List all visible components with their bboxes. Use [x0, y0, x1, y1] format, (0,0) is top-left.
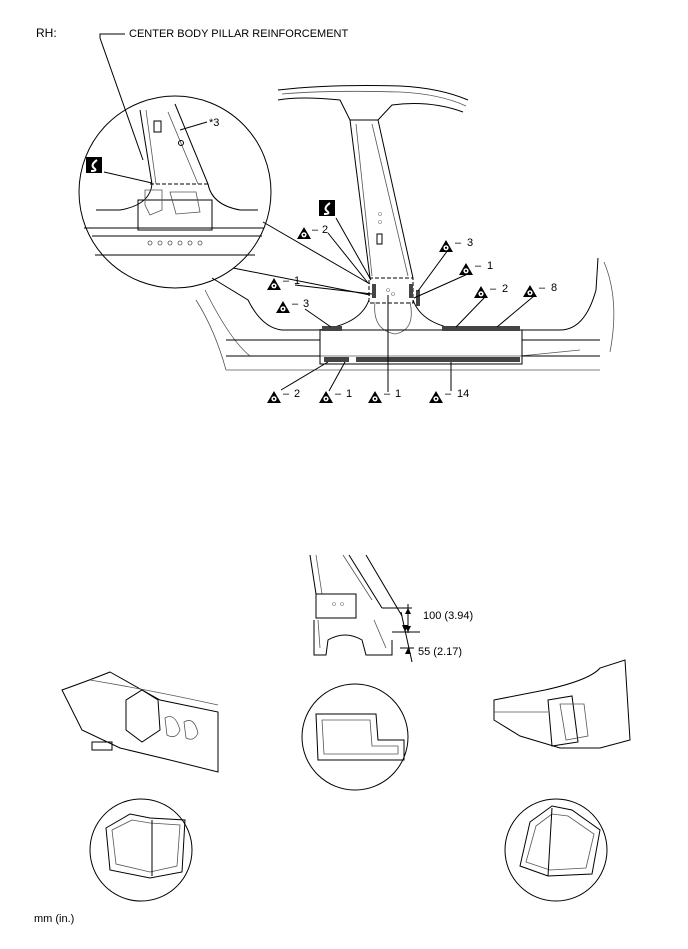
weld-dash: –	[312, 224, 319, 236]
section-cut-icon	[86, 157, 153, 184]
weld-count-label: 8	[551, 282, 558, 294]
dimension-upper: 100 (3.94)	[423, 610, 474, 622]
weld-dash: –	[384, 388, 391, 400]
section-cut-icon-main	[319, 200, 372, 281]
weld-leaders	[280, 232, 535, 392]
body-side-view	[195, 85, 615, 371]
weld-count-label: 3	[467, 237, 474, 249]
weld-symbols	[267, 227, 537, 403]
units-note: mm (in.)	[34, 913, 75, 925]
weld-dash: –	[292, 298, 299, 310]
weld-dash: –	[283, 275, 290, 287]
weld-dash: –	[445, 388, 452, 400]
weld-dash: –	[490, 283, 497, 295]
front-section-view	[493, 659, 631, 902]
weld-count-label: 1	[294, 275, 301, 287]
center-section-view	[301, 683, 409, 791]
detail-magnifier	[78, 95, 371, 296]
weld-count-label: 2	[294, 388, 301, 400]
weld-dash: –	[335, 388, 342, 400]
weld-count-label: 1	[395, 388, 402, 400]
weld-dash: –	[475, 260, 482, 272]
weld-dash: –	[455, 237, 462, 249]
part-label: CENTER BODY PILLAR REINFORCEMENT	[129, 28, 349, 40]
weld-count-label: 3	[303, 298, 310, 310]
weld-dash: –	[283, 388, 290, 400]
rear-section-view	[61, 671, 219, 902]
weld-dash: –	[539, 282, 546, 294]
weld-count-label: 1	[346, 388, 353, 400]
weld-count-label: 2	[322, 224, 329, 236]
dimension-view	[309, 554, 420, 663]
dimension-lower: 55 (2.17)	[418, 646, 463, 658]
weld-count-label: 14	[457, 388, 470, 400]
side-label: RH:	[36, 26, 57, 40]
weld-count-label: 1	[487, 260, 494, 272]
weld-count-label: 2	[502, 283, 509, 295]
note-marker: *3	[209, 117, 220, 129]
